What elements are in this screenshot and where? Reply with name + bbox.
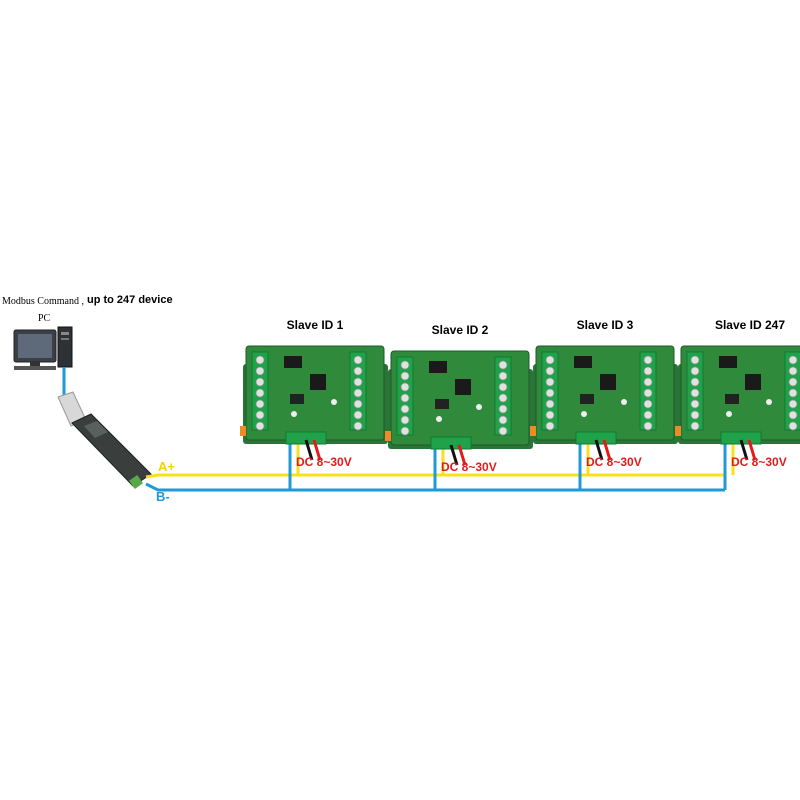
device-capacity-text: up to 247 device [87, 294, 173, 306]
relay-board-icon [385, 350, 533, 466]
pc-label: PC [38, 313, 51, 324]
slave-id-title: Slave ID 3 [576, 318, 634, 332]
slave-id-title: Slave ID 247 [714, 318, 786, 332]
power-supply-label: DC 8~30V [441, 460, 497, 474]
power-supply-label: DC 8~30V [731, 455, 787, 469]
power-supply-label: DC 8~30V [586, 455, 642, 469]
modbus-command-text: Modbus Command , [2, 296, 84, 307]
slave-device-2: Slave ID 2 [385, 323, 535, 474]
relay-board-icon [240, 345, 388, 461]
usb-rs485-adapter-icon [57, 391, 152, 489]
relay-board-icon [675, 345, 800, 461]
slave-device-4: Slave ID 247 [675, 318, 800, 469]
power-supply-label: DC 8~30V [296, 455, 352, 469]
bus-a-plus-label: A+ [158, 459, 175, 474]
relay-board-icon [530, 345, 678, 461]
desktop-pc-icon [13, 326, 73, 370]
slave-device-1: Slave ID 1 [240, 318, 390, 469]
slave-device-3: Slave ID 3 [530, 318, 680, 469]
bus-b-minus-label: B- [156, 489, 170, 504]
slave-id-title: Slave ID 2 [431, 323, 489, 337]
slave-id-title: Slave ID 1 [286, 318, 344, 332]
